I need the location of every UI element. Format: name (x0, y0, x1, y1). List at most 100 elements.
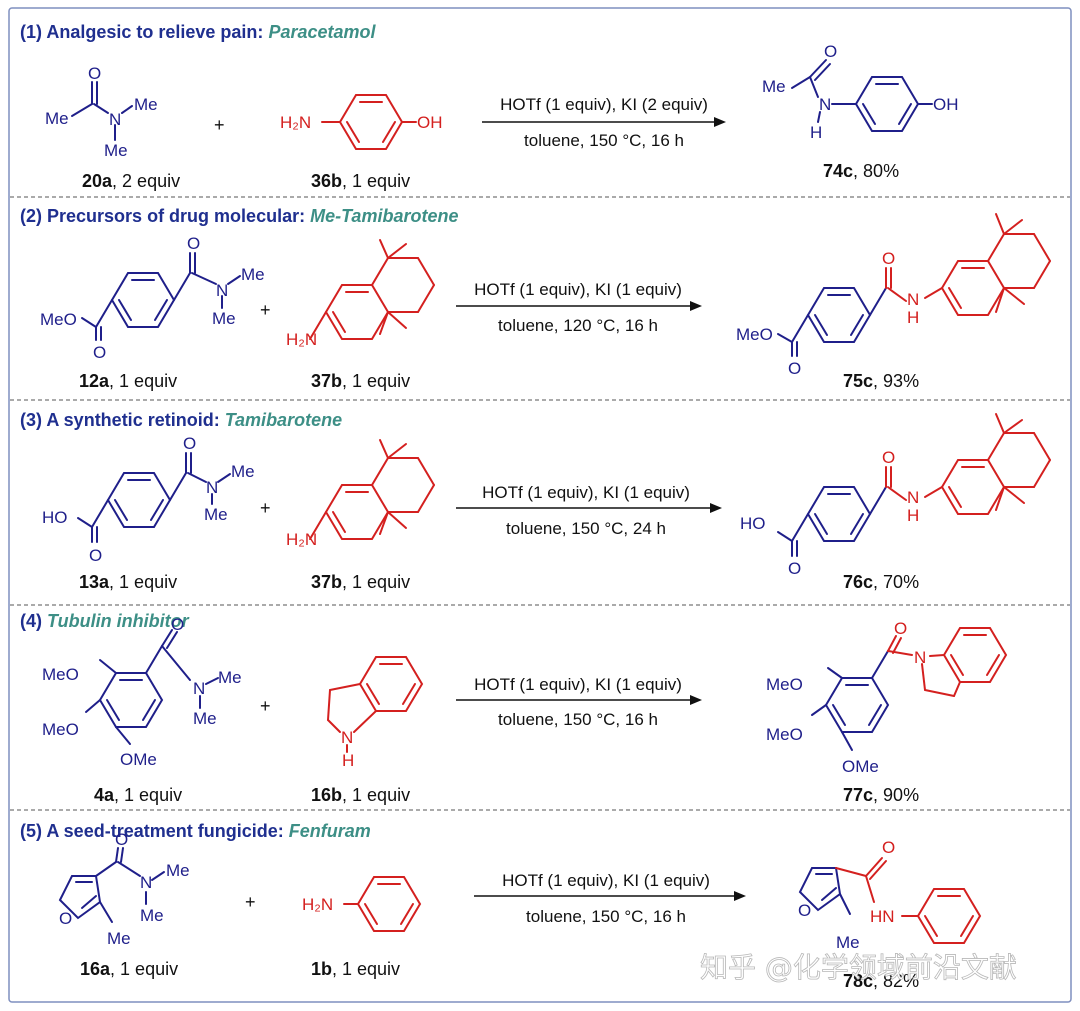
section-4-heading: (4) Tubulin inhibitor (20, 611, 190, 631)
compound-label-37b: 37b, 1 equiv (311, 572, 410, 592)
structure-16b: N H (327, 656, 424, 770)
svg-text:H₂N: H₂N (280, 113, 311, 132)
compound-label-20a: 20a, 2 equiv (82, 171, 180, 191)
svg-text:N: N (819, 95, 831, 114)
compound-label-77c: 77c, 90% (843, 785, 919, 805)
structure-12a: O N Me Me MeO O (40, 234, 265, 362)
svg-text:Me: Me (166, 861, 190, 880)
structure-4a: O N Me Me MeO MeO OMe (42, 615, 242, 769)
svg-text:O: O (788, 559, 801, 578)
arrow-head (734, 891, 746, 901)
structure-74c: Me O N H OH (762, 42, 959, 142)
svg-text:Me: Me (104, 141, 128, 160)
svg-text:Me: Me (218, 668, 242, 687)
svg-text:OMe: OMe (120, 750, 157, 769)
compound-label-74c: 74c, 80% (823, 161, 899, 181)
plus-sign: + (260, 300, 271, 320)
svg-text:Me: Me (762, 77, 786, 96)
structure-37b: H₂N (286, 239, 435, 349)
svg-text:OMe: OMe (842, 757, 879, 776)
svg-text:O: O (882, 838, 895, 857)
plus-sign: + (260, 696, 271, 716)
svg-text:O: O (798, 901, 811, 920)
svg-text:O: O (59, 909, 72, 928)
svg-text:H: H (342, 751, 354, 770)
structure-16a: O N Me Me O Me (58, 830, 190, 948)
svg-text:O: O (824, 42, 837, 61)
section-2-heading: (2) Precursors of drug molecular: Me-Tam… (20, 206, 458, 226)
svg-text:O: O (882, 249, 895, 268)
structure-75c: O N H MeO O (736, 213, 1051, 378)
svg-text:HN: HN (870, 907, 895, 926)
svg-text:H: H (907, 308, 919, 327)
svg-text:O: O (171, 615, 184, 634)
svg-text:O: O (894, 619, 907, 638)
svg-text:Me: Me (231, 462, 255, 481)
conditions-reagents: HOTf (1 equiv), KI (1 equiv) (474, 280, 682, 299)
svg-text:OH: OH (933, 95, 959, 114)
svg-text:H₂N: H₂N (286, 330, 317, 349)
svg-text:N: N (907, 290, 919, 309)
watermark-text: 知乎 @化学领域前沿文献 (700, 951, 1017, 984)
svg-text:HO: HO (740, 514, 766, 533)
section-2: (2) Precursors of drug molecular: Me-Tam… (20, 206, 1051, 391)
svg-text:N: N (206, 478, 218, 497)
svg-text:H: H (907, 506, 919, 525)
svg-text:N: N (341, 728, 353, 747)
compound-label-36b: 36b, 1 equiv (311, 171, 410, 191)
svg-text:Me: Me (241, 265, 265, 284)
svg-text:O: O (183, 434, 196, 453)
svg-text:O: O (788, 359, 801, 378)
structure-76c: O N H HO O (740, 413, 1051, 578)
structure-78c: O HN O Me (798, 838, 982, 952)
conditions-solvent: toluene, 150 °C, 16 h (498, 710, 658, 729)
svg-text:OH: OH (417, 113, 443, 132)
plus-sign: + (245, 892, 256, 912)
compound-label-37b: 37b, 1 equiv (311, 371, 410, 391)
svg-text:MeO: MeO (766, 675, 803, 694)
compound-label-13a: 13a, 1 equiv (79, 572, 177, 592)
conditions-solvent: toluene, 150 °C, 24 h (506, 519, 666, 538)
svg-text:O: O (88, 64, 101, 83)
compound-label-1b: 1b, 1 equiv (311, 959, 400, 979)
figure-border (8, 7, 1072, 1003)
conditions-reagents: HOTf (1 equiv), KI (2 equiv) (500, 95, 708, 114)
conditions-reagents: HOTf (1 equiv), KI (1 equiv) (474, 675, 682, 694)
svg-text:O: O (882, 448, 895, 467)
compound-label-16a: 16a, 1 equiv (80, 959, 178, 979)
svg-text:H₂N: H₂N (286, 530, 317, 549)
arrow-head (690, 695, 702, 705)
svg-text:Me: Me (204, 505, 228, 524)
svg-text:Me: Me (212, 309, 236, 328)
conditions-reagents: HOTf (1 equiv), KI (1 equiv) (482, 483, 690, 502)
arrow-head (710, 503, 722, 513)
svg-text:MeO: MeO (42, 665, 79, 684)
compound-label-16b: 16b, 1 equiv (311, 785, 410, 805)
conditions-solvent: toluene, 120 °C, 16 h (498, 316, 658, 335)
svg-text:N: N (109, 110, 121, 129)
svg-text:N: N (216, 281, 228, 300)
plus-sign: + (260, 498, 271, 518)
svg-text:Me: Me (134, 95, 158, 114)
section-1-heading: (1) Analgesic to relieve pain: Paracetam… (20, 22, 376, 42)
section-1: (1) Analgesic to relieve pain: Paracetam… (20, 22, 959, 191)
svg-text:N: N (193, 679, 205, 698)
section-5-heading: (5) A seed-treatment fungicide: Fenfuram (20, 821, 371, 841)
arrow-head (690, 301, 702, 311)
svg-text:N: N (140, 873, 152, 892)
structure-77c: O N MeO MeO OMe (766, 619, 1008, 776)
conditions-solvent: toluene, 150 °C, 16 h (526, 907, 686, 926)
structure-20a: Me O N Me Me (45, 64, 158, 160)
section-5: (5) A seed-treatment fungicide: Fenfuram… (20, 821, 982, 991)
svg-text:Me: Me (140, 906, 164, 925)
structure-1b: H₂N (302, 876, 422, 932)
svg-text:HO: HO (42, 508, 68, 527)
svg-text:MeO: MeO (40, 310, 77, 329)
conditions-solvent: toluene, 150 °C, 16 h (524, 131, 684, 150)
svg-text:N: N (907, 488, 919, 507)
svg-text:Me: Me (836, 933, 860, 952)
section-4: (4) Tubulin inhibitor O N Me Me MeO MeO … (20, 611, 1008, 805)
svg-text:Me: Me (193, 709, 217, 728)
